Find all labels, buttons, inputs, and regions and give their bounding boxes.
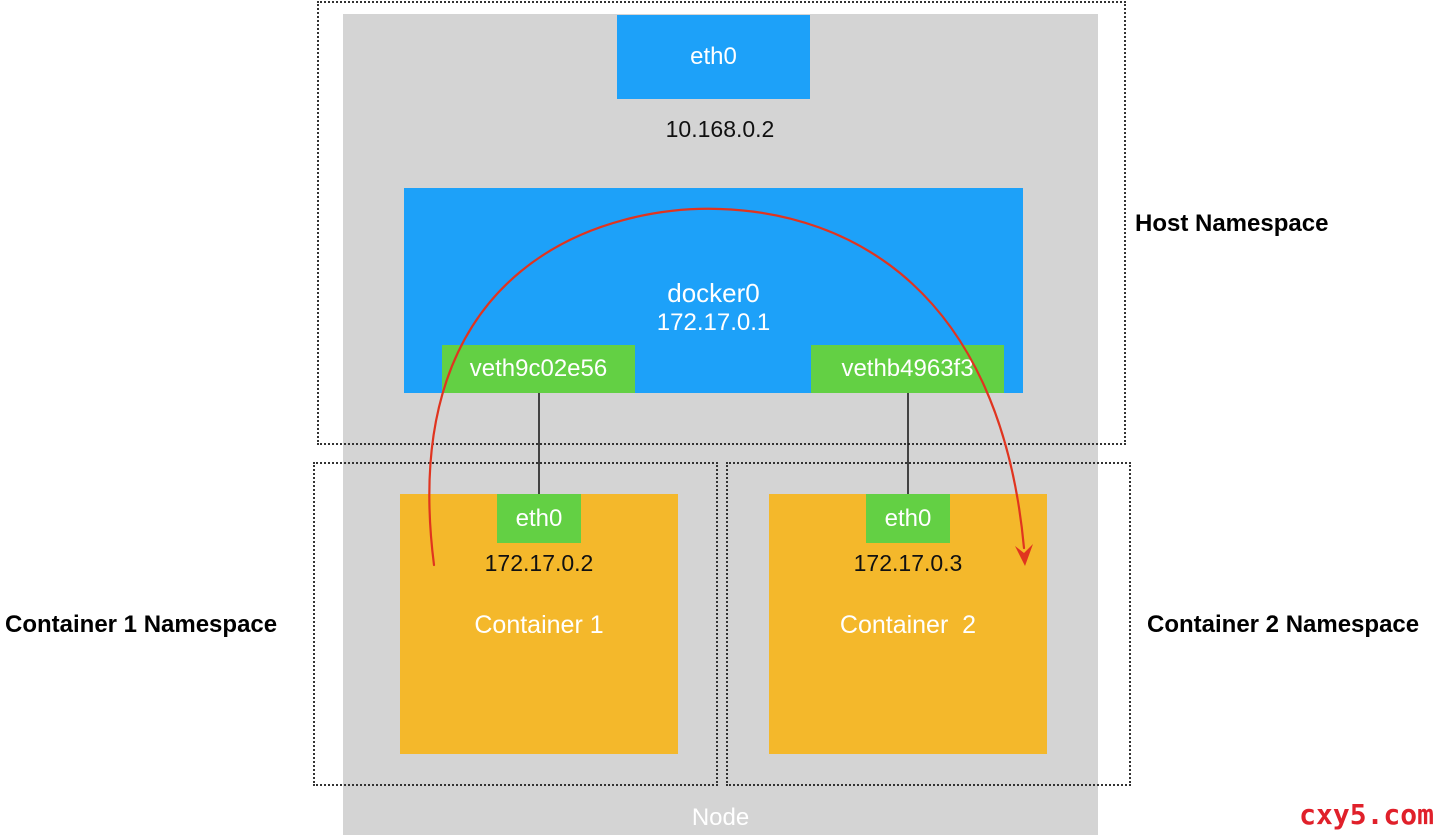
node-label: Node xyxy=(691,803,750,831)
traffic-arrow-head xyxy=(1015,544,1033,566)
veth-container2: vethb4963f3 xyxy=(811,345,1004,393)
container2-ip: 172.17.0.3 xyxy=(853,550,963,576)
container1-namespace-box xyxy=(313,462,718,786)
host-namespace-label: Host Namespace xyxy=(1135,210,1329,237)
container1-ip: 172.17.0.2 xyxy=(484,550,594,576)
host-eth0-interface: eth0 xyxy=(617,15,810,99)
docker0-label: docker0 xyxy=(667,278,760,308)
veth2-label: vethb4963f3 xyxy=(841,355,974,382)
container1-namespace-label: Container 1 Namespace xyxy=(5,611,278,638)
veth1-label: veth9c02e56 xyxy=(469,355,608,382)
container1-eth0-label: eth0 xyxy=(515,504,563,532)
docker0-ip: 172.17.0.1 xyxy=(656,309,771,336)
container2-namespace-label: Container 2 Namespace xyxy=(1147,611,1420,638)
container1-name: Container 1 xyxy=(474,611,604,639)
container2-namespace-box xyxy=(726,462,1131,786)
container2-name: Container 2 xyxy=(839,611,977,639)
host-namespace-box xyxy=(317,1,1126,445)
container2-eth0-label: eth0 xyxy=(884,504,932,532)
traffic-arrow-path xyxy=(428,207,1026,567)
container1-eth0-interface: eth0 xyxy=(497,494,581,543)
watermark: cxy5.com xyxy=(1299,798,1434,831)
veth-container1: veth9c02e56 xyxy=(442,345,635,393)
host-eth0-label: eth0 xyxy=(690,43,737,70)
container2-eth0-interface: eth0 xyxy=(866,494,950,543)
host-eth0-ip: 10.168.0.2 xyxy=(665,116,775,142)
